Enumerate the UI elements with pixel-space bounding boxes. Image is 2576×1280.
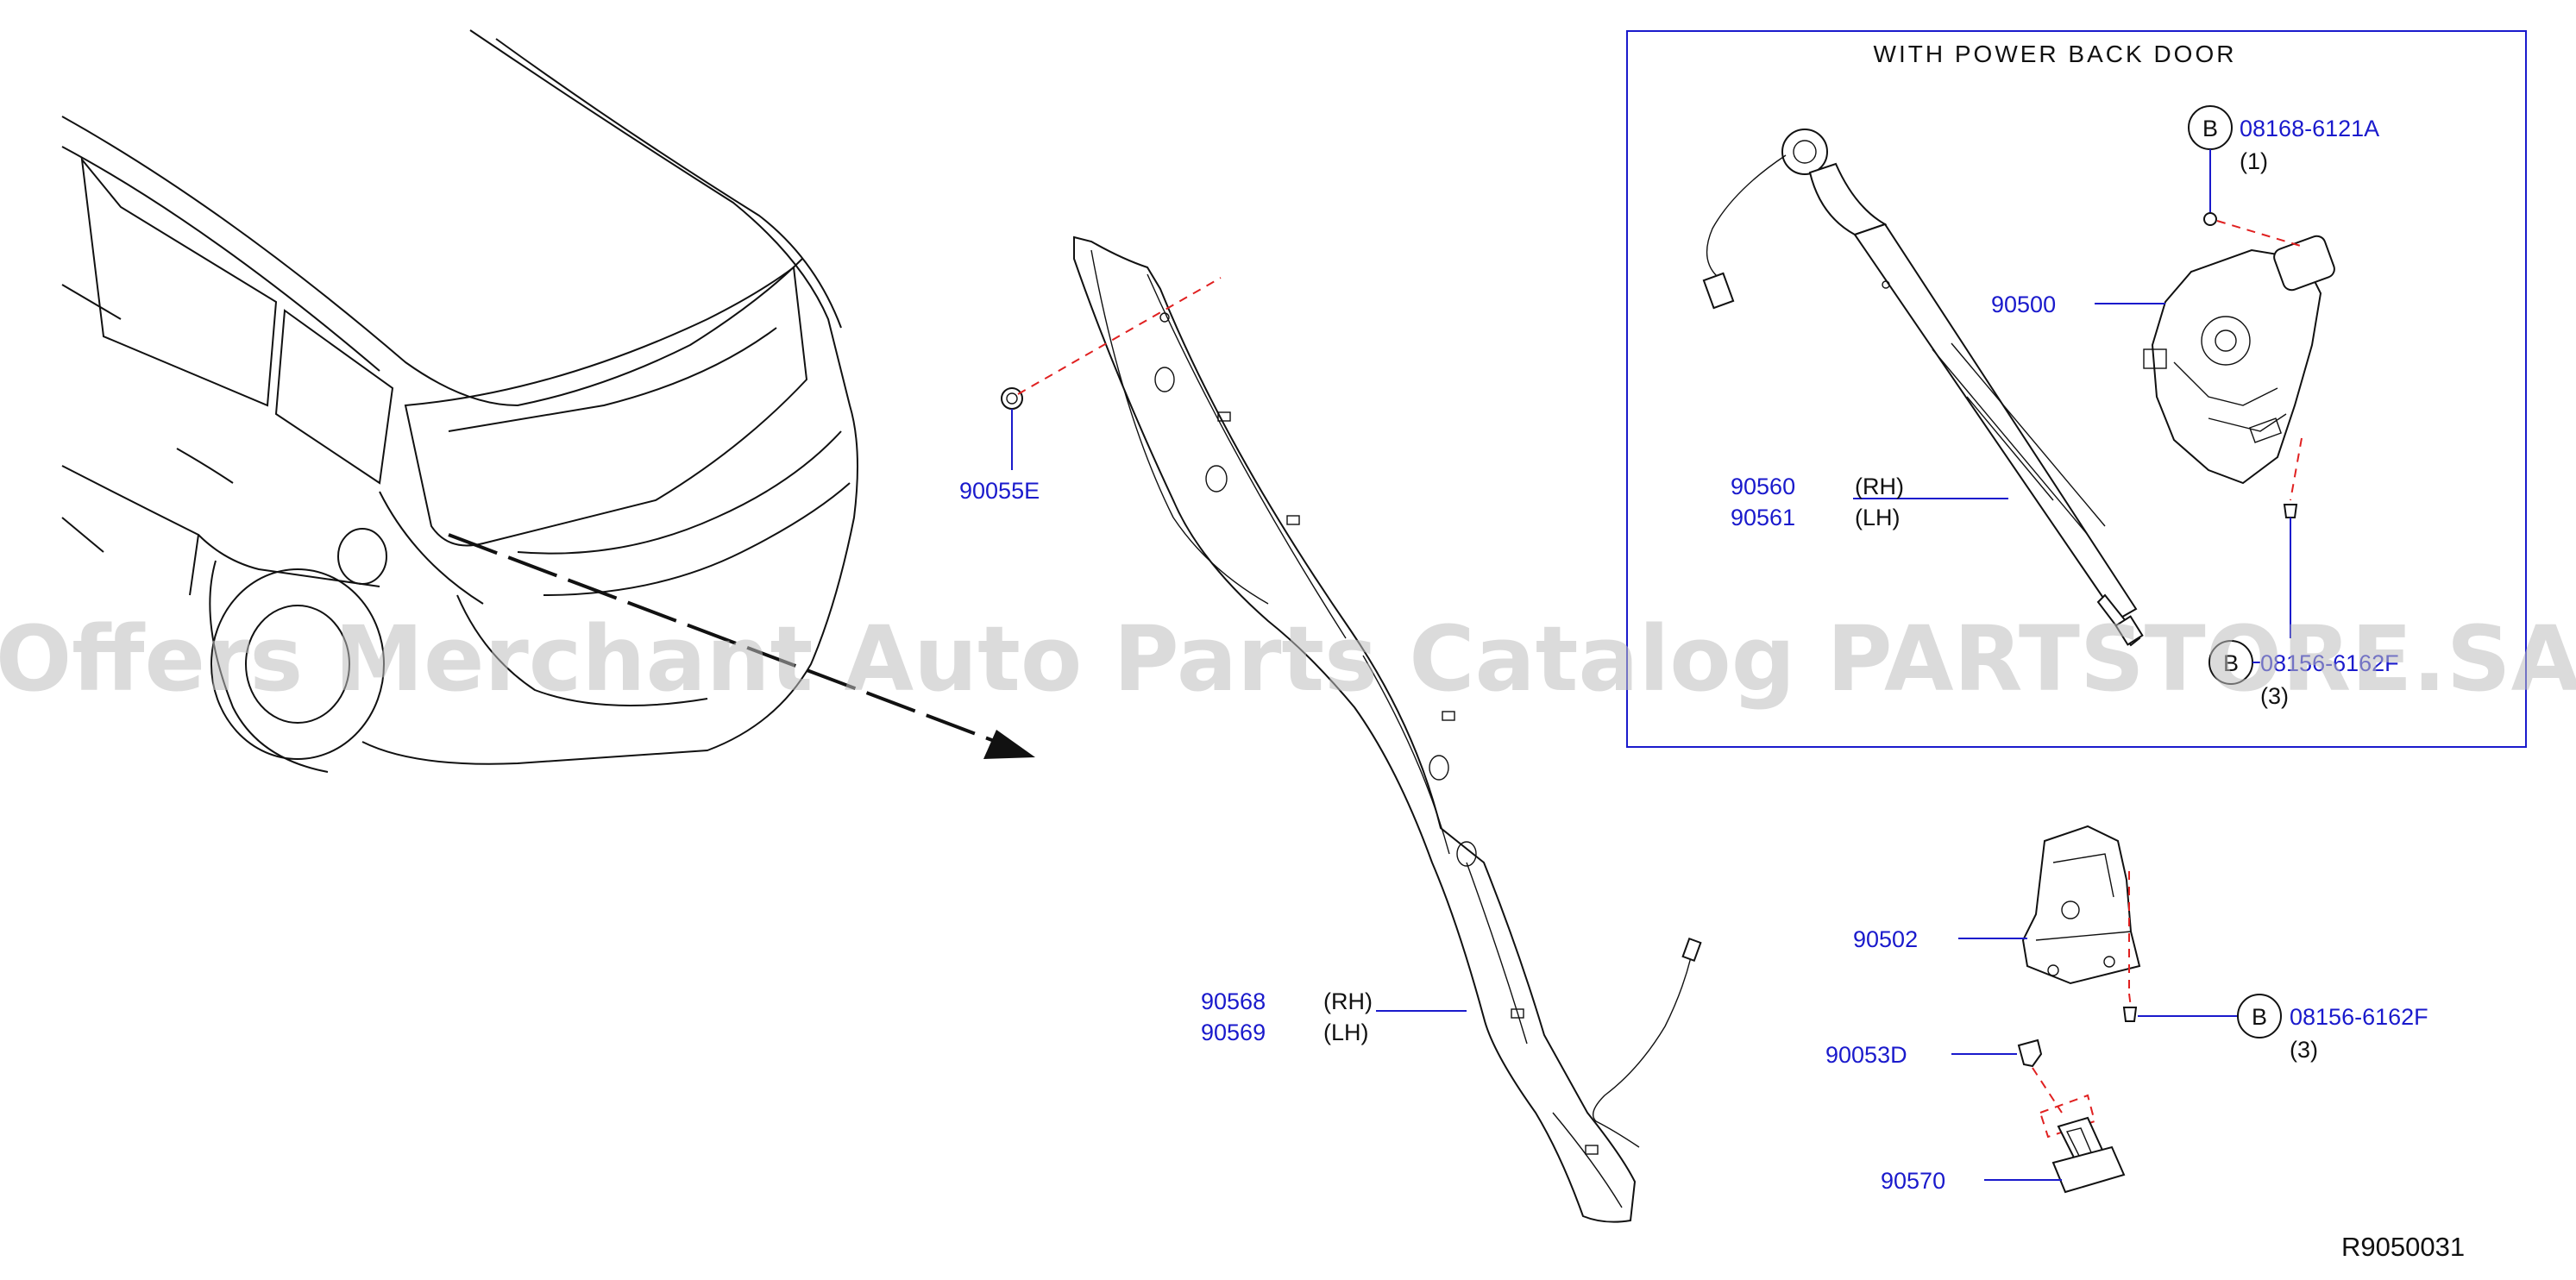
back-door-motor-graphic bbox=[2143, 212, 2335, 638]
callout-90055e: 90055E bbox=[959, 478, 1040, 504]
inset-title: WITH POWER BACK DOOR bbox=[1874, 41, 2237, 67]
callout-90568: 90568 bbox=[1201, 988, 1266, 1014]
callout-08156-6162f-lower-qty: (3) bbox=[2290, 1037, 2318, 1063]
callout-08156-6162f-lower: 08156-6162F bbox=[2290, 1004, 2428, 1030]
callout-90561-side: (LH) bbox=[1855, 505, 1901, 530]
bolt-b-badge-inset-letter: B bbox=[2223, 650, 2239, 676]
callout-90569: 90569 bbox=[1201, 1020, 1266, 1045]
bolt-b-badge-lower bbox=[2237, 994, 2282, 1038]
callout-90560-side: (RH) bbox=[1855, 474, 1904, 499]
callout-90568-side: (RH) bbox=[1323, 988, 1373, 1014]
callout-90500: 90500 bbox=[1991, 292, 2056, 317]
watermark-text: Offers Merchant Auto Parts Catalog PARTS… bbox=[0, 606, 2576, 712]
callout-08156-6162f-inset-qty: (3) bbox=[2260, 683, 2289, 709]
diagram-reference-number: R9050031 bbox=[2341, 1232, 2465, 1262]
grommet-90053d-graphic bbox=[2017, 1038, 2063, 1114]
callout-90569-side: (LH) bbox=[1323, 1020, 1369, 1045]
callout-90502: 90502 bbox=[1853, 926, 1918, 952]
location-arrow bbox=[448, 533, 1035, 759]
bolt-b-badge-top-letter: B bbox=[2202, 116, 2218, 141]
clip-90055e-graphic bbox=[1001, 277, 1222, 470]
callout-90570: 90570 bbox=[1881, 1168, 1945, 1194]
latch-90502-graphic bbox=[2021, 825, 2141, 1022]
power-strut-graphic bbox=[1702, 129, 2144, 647]
power-back-door-inset bbox=[1626, 30, 2527, 748]
callout-90053d: 90053D bbox=[1825, 1042, 1907, 1068]
vehicle-rear-illustration bbox=[61, 29, 858, 773]
callout-90560: 90560 bbox=[1731, 474, 1795, 499]
callout-08168-6121a: 08168-6121A bbox=[2240, 116, 2379, 141]
back-door-trim-panel bbox=[1073, 235, 1702, 1223]
callout-08168-6121a-qty: (1) bbox=[2240, 148, 2268, 174]
callout-08156-6162f-inset: 08156-6162F bbox=[2260, 650, 2399, 676]
switch-90570-graphic bbox=[2039, 1094, 2126, 1194]
bolt-b-badge-lower-letter: B bbox=[2252, 1004, 2267, 1030]
callout-90561: 90561 bbox=[1731, 505, 1795, 530]
